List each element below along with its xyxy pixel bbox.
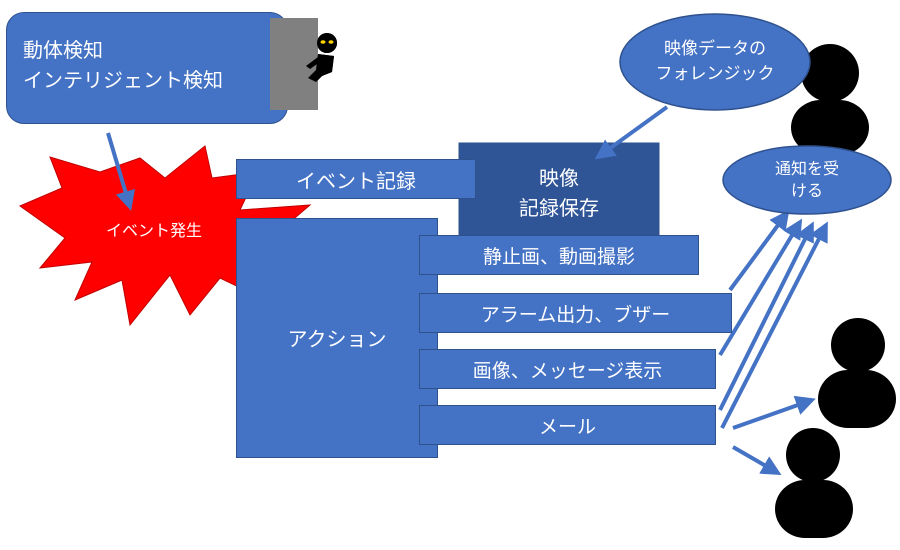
action-item-alarm-buzzer: アラーム出力、ブザー	[419, 293, 732, 333]
action-item-label: 静止画、動画撮影	[482, 245, 635, 268]
detection-box: 動体検知 インテリジェント検知	[6, 12, 288, 124]
person-icon	[818, 318, 896, 428]
forensic-bubble-shape	[619, 13, 811, 111]
notify-text: 通知を受 ける	[740, 158, 874, 202]
forensic-line-2: フォレンジック	[655, 64, 775, 84]
door	[270, 18, 318, 110]
video-storage-line-2: 記録保存	[519, 196, 599, 220]
forensic-line-1: 映像データの	[664, 39, 766, 59]
detection-line-1: 動体検知	[23, 38, 103, 62]
action-box: アクション	[236, 218, 438, 458]
event-record-label: イベント記録	[296, 168, 416, 193]
person-icon	[791, 44, 869, 155]
arrow-action-4-to-notify	[720, 221, 828, 429]
notify-bubble-shape	[722, 145, 892, 215]
action-item-image-message: 画像、メッセージ表示	[419, 349, 716, 389]
video-storage-line-1: 映像	[539, 166, 579, 190]
forensic-text: 映像データの フォレンジック	[620, 37, 810, 87]
person-icon	[775, 428, 853, 538]
action-item-mail: メール	[419, 405, 716, 445]
action-label: アクション	[287, 326, 387, 351]
arrow-mail-to-person-3	[731, 445, 782, 476]
detection-line-2: インテリジェント検知	[23, 68, 223, 92]
event-label: イベント発生	[106, 221, 203, 240]
video-storage-shape	[458, 142, 660, 236]
action-item-label: 画像、メッセージ表示	[472, 359, 663, 382]
arrow-action-1-to-notify	[728, 209, 790, 292]
action-item-photo-video: 静止画、動画撮影	[419, 235, 699, 275]
action-item-label: メール	[538, 415, 596, 438]
event-record-box: イベント記録	[236, 159, 476, 199]
arrow-mail-to-person-2	[732, 395, 816, 430]
arrow-action-2-to-notify	[718, 218, 803, 357]
arrow-forensic-to-storage	[594, 105, 669, 160]
notify-line-2: ける	[790, 181, 823, 200]
arrow-action-3-to-notify	[718, 221, 814, 411]
video-storage-text: 映像 記録保存	[459, 163, 659, 223]
arrow-detection-to-event	[106, 132, 136, 211]
notify-line-1: 通知を受	[774, 159, 839, 178]
action-item-label: アラーム出力、ブザー	[480, 303, 671, 326]
